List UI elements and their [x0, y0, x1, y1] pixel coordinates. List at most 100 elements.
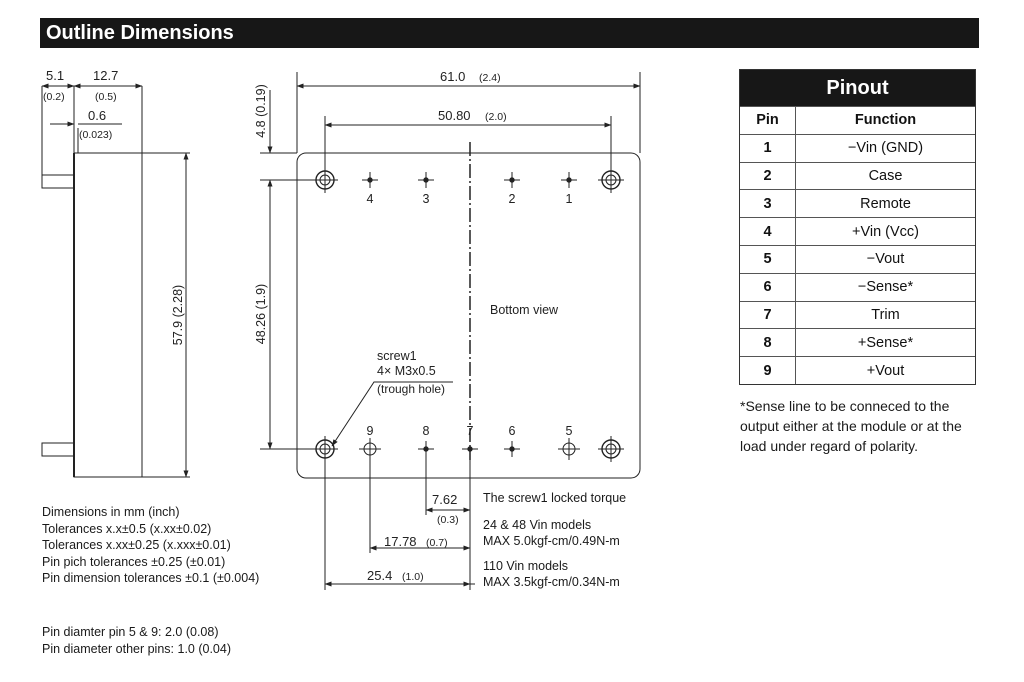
pinout-header-row: Pin Function	[740, 106, 975, 135]
module-side-body	[73, 152, 143, 478]
side-view	[41, 83, 190, 478]
screw-hole-top-right	[598, 167, 624, 193]
dim-61-mm: 61.0	[440, 69, 465, 84]
page-title: Outline Dimensions	[46, 22, 234, 44]
pin-label-9: 9	[367, 424, 374, 438]
section-header: Outline Dimensions	[40, 18, 979, 48]
pin-cell: 2	[740, 161, 796, 190]
screw-hole-top-left	[312, 167, 338, 193]
pin-cell: 1	[740, 133, 796, 163]
torque-spec: The screw1 locked torque 24 & 48 Vin mod…	[483, 490, 626, 590]
pin-1	[561, 172, 577, 188]
function-cell: +Sense*	[795, 328, 975, 357]
tolerance-notes: Dimensions in mm (inch) Tolerances x.x±0…	[42, 504, 259, 587]
table-row: 1−Vin (GND)	[740, 133, 975, 163]
function-cell: −Vout	[795, 244, 975, 274]
dim-48-26-label: 48.26 (1.9)	[254, 284, 268, 344]
table-row: 8+Sense*	[740, 328, 975, 357]
pin-label-3: 3	[423, 192, 430, 206]
dim-0-6-mm: 0.6	[88, 108, 106, 123]
dim-4-8-label: 4.8 (0.19)	[254, 84, 268, 138]
screw-hole-bottom-right	[598, 436, 624, 462]
dim-25-4-in: (1.0)	[402, 571, 424, 583]
torque-heading: The screw1 locked torque	[483, 491, 627, 505]
dim-57-9-label: 57.9 (2.28)	[171, 285, 185, 345]
function-cell: Remote	[795, 189, 975, 218]
torque-spec-b: MAX 3.5kgf-cm/0.34N-m	[483, 575, 620, 589]
pin-5	[558, 438, 580, 460]
pin-label-5: 5	[566, 424, 573, 438]
dim-12-7-mm: 12.7	[93, 68, 118, 83]
screw-leader	[331, 381, 453, 447]
pin-cell: 4	[740, 217, 796, 246]
pin-cell: 8	[740, 328, 796, 357]
screw-note: (trough hole)	[377, 382, 445, 396]
torque-models-b: 110 Vin models	[483, 559, 569, 573]
pin-cell: 9	[740, 356, 796, 384]
function-cell: +Vout	[795, 356, 975, 384]
dim-17-78-mm: 17.78	[384, 534, 417, 549]
pin-label-6: 6	[509, 424, 516, 438]
screw-spec: 4× M3x0.5	[377, 364, 436, 378]
module-outline	[296, 152, 641, 479]
note-line: Pin pich tolerances ±0.25 (±0.01)	[42, 554, 226, 569]
pin-4	[362, 172, 378, 188]
pin-label-8: 8	[423, 424, 430, 438]
dim-12-7-in: (0.5)	[95, 91, 117, 103]
side-pin-bottom	[41, 442, 75, 457]
torque-spec-a: MAX 5.0kgf-cm/0.49N-m	[483, 534, 620, 548]
dim-25-4-mm: 25.4	[367, 568, 392, 583]
pin-8	[418, 441, 434, 457]
note-line: Tolerances x.xx±0.25 (x.xxx±0.01)	[42, 538, 231, 552]
pin-2	[504, 172, 520, 188]
function-cell: Trim	[795, 300, 975, 329]
pin-cell: 5	[740, 244, 796, 274]
function-cell: −Vin (GND)	[795, 133, 975, 163]
pin-label-1: 1	[566, 192, 573, 206]
bottom-view-label: Bottom view	[490, 303, 559, 317]
pin-label-4: 4	[367, 192, 374, 206]
pin-note-line: Pin diameter other pins: 1.0 (0.04)	[42, 641, 231, 656]
pinout-col-function: Function	[795, 106, 975, 135]
note-line: Pin dimension tolerances ±0.1 (±0.004)	[42, 571, 260, 585]
pin-cell: 7	[740, 300, 796, 329]
note-line: Dimensions in mm (inch)	[42, 505, 180, 519]
pin-cell: 3	[740, 189, 796, 218]
pin-6	[504, 441, 520, 457]
pin-cell: 6	[740, 272, 796, 302]
pin-diameter-notes: Pin diamter pin 5 & 9: 2.0 (0.08) Pin di…	[42, 624, 231, 657]
dim-7-62-in: (0.3)	[437, 514, 459, 526]
table-row: 9+Vout	[740, 356, 975, 384]
table-row: 5−Vout	[740, 244, 975, 274]
pin-note-line: Pin diamter pin 5 & 9: 2.0 (0.08)	[42, 625, 219, 639]
function-cell: +Vin (Vcc)	[795, 217, 975, 246]
note-line: Tolerances x.x±0.5 (x.xx±0.02)	[42, 521, 212, 536]
dim-17-78-in: (0.7)	[426, 537, 448, 549]
pin-3	[418, 172, 434, 188]
dim-50-80-in: (2.0)	[485, 111, 507, 123]
pin-label-7: 7	[467, 424, 474, 438]
pinout-title: Pinout	[740, 70, 975, 106]
function-cell: −Sense*	[795, 272, 975, 302]
bottom-view	[260, 72, 641, 590]
screw-hole-bottom-left	[312, 436, 338, 462]
table-row: 6−Sense*	[740, 272, 975, 302]
screw-label: screw1	[377, 349, 417, 363]
dim-0-6-in: (0.023)	[79, 129, 112, 141]
dim-61-in: (2.4)	[479, 72, 501, 84]
pinout-col-pin: Pin	[740, 106, 796, 135]
pin-label-2: 2	[509, 192, 516, 206]
pin-7	[462, 446, 478, 452]
side-pin-top	[41, 174, 75, 189]
dim-7-62-mm: 7.62	[432, 492, 457, 507]
function-cell: Case	[795, 161, 975, 190]
dim-5-1-in: (0.2)	[43, 91, 65, 103]
table-row: 4+Vin (Vcc)	[740, 217, 975, 246]
dim-50-80-mm: 50.80	[438, 108, 471, 123]
torque-models-a: 24 & 48 Vin models	[483, 518, 592, 532]
